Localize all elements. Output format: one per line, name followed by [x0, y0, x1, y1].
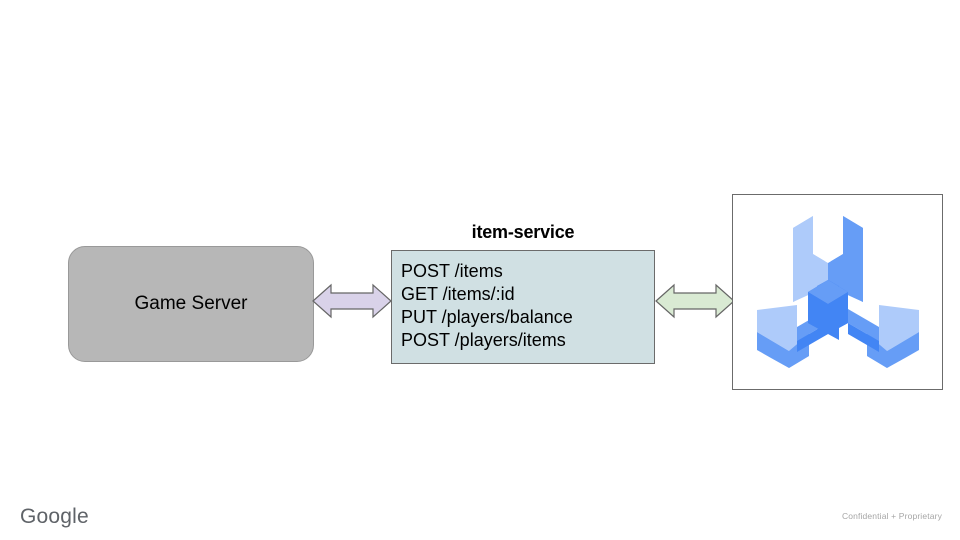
connector-item-service-to-tools[interactable] — [655, 279, 735, 323]
isometric-three-prong-wrench-icon — [756, 216, 919, 368]
endpoint-item-create: POST /items — [401, 261, 503, 281]
image-frame-tools-logo — [732, 194, 943, 390]
node-item-service-title: item-service — [471, 222, 575, 242]
double-arrow-icon — [655, 283, 735, 319]
endpoint-player-balance: PUT /players/balance — [401, 307, 573, 327]
endpoint-item-get: GET /items/:id — [401, 284, 515, 304]
double-arrow-icon — [312, 283, 392, 319]
node-game-server-label: Game Server — [134, 292, 248, 314]
google-logo: Google — [20, 505, 89, 528]
endpoint-player-items: POST /players/items — [401, 330, 566, 350]
node-item-service[interactable]: POST /items GET /items/:id PUT /players/… — [391, 250, 655, 364]
node-game-server[interactable]: Game Server — [68, 246, 314, 362]
connector-game-server-to-item-service[interactable] — [312, 279, 392, 323]
footer-confidential-text: Confidential + Proprietary — [841, 511, 942, 521]
